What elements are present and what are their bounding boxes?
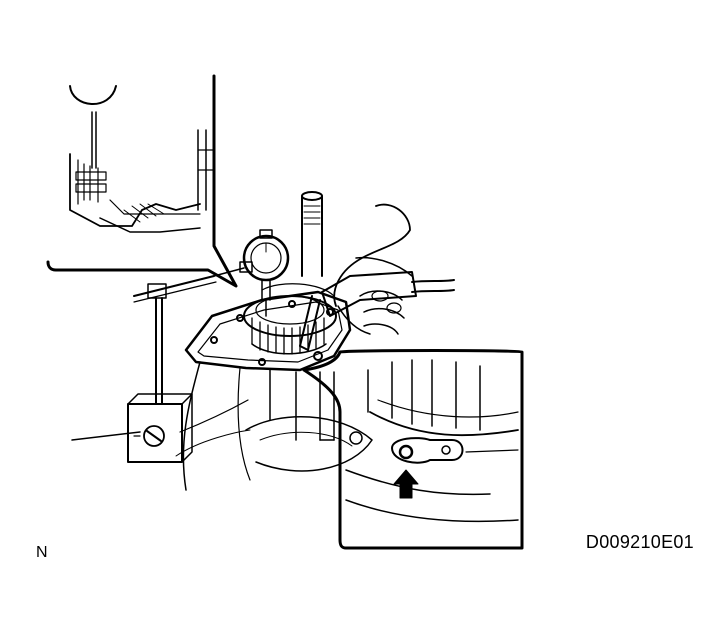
top-left-detail-inset <box>46 74 238 288</box>
hand <box>333 203 413 335</box>
input-shaft <box>269 191 335 441</box>
clutch-drum <box>243 283 337 355</box>
figure-id-label: D009210E01 <box>585 532 694 552</box>
magnetic-base <box>127 393 193 463</box>
transmission-case <box>71 290 373 491</box>
indicator-stand-rod <box>133 267 245 405</box>
corner-code-label: N <box>36 544 48 561</box>
air-gun <box>299 271 455 351</box>
oil-hole-arrow <box>393 469 419 499</box>
dial-indicator <box>239 229 290 317</box>
bottom-right-detail-inset <box>302 349 524 550</box>
